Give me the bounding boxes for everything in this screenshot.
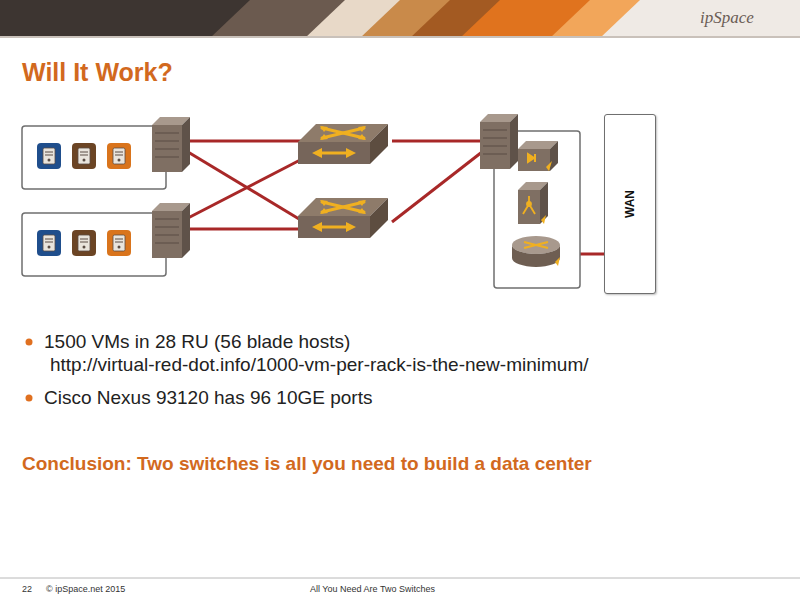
conclusion-text: Conclusion: Two switches is all you need… [22,453,592,475]
logo-text: ipSpace [700,8,754,28]
node-label: WAN [623,190,637,218]
bullet-text: Cisco Nexus 93120 has 96 10GE ports [44,387,372,409]
bullet-url: http://virtual-red-dot.info/1000-vm-per-… [50,354,589,376]
copyright: © ipSpace.net 2015 [46,584,125,594]
bullet-text: 1500 VMs in 28 RU (56 blade hosts) [44,331,350,353]
page-number: 22 [22,584,32,594]
wan-box: WAN [604,114,656,294]
footer-title: All You Need Are Two Switches [310,584,435,594]
slide-title: Will It Work? [22,58,173,87]
